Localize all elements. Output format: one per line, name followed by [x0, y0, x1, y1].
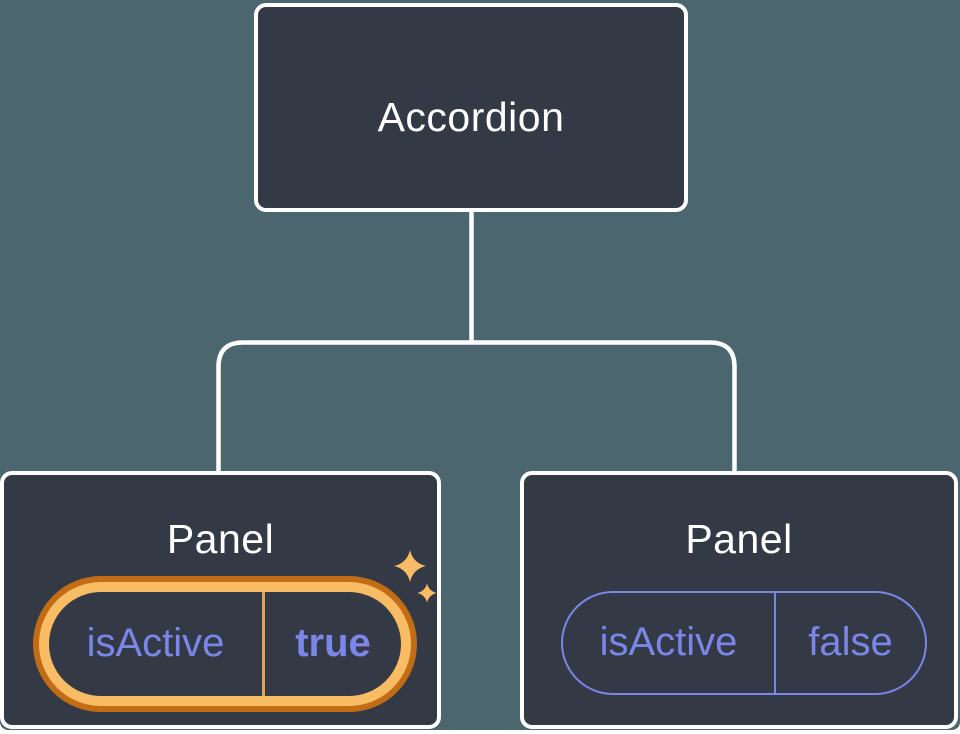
accordion-box: Accordion [254, 3, 688, 212]
sparkles-icon [394, 550, 437, 603]
panel-box-inactive: Panel isActive false [520, 471, 958, 729]
panel-label: Panel [166, 516, 275, 562]
state-prop-name: isActive [599, 620, 738, 664]
state-pill-active: isActive true [49, 592, 401, 696]
state-prop-value: false [774, 593, 925, 693]
accordion-label: Accordion [377, 94, 565, 140]
active-state-highlight-ring: isActive true [33, 576, 417, 712]
state-pill-inactive: isActive false [561, 591, 927, 695]
panel-label: Panel [685, 516, 793, 562]
state-prop-name: isActive [86, 621, 225, 665]
state-prop-value: true [262, 592, 401, 696]
panel-box-active: Panel isActive true [0, 471, 441, 729]
